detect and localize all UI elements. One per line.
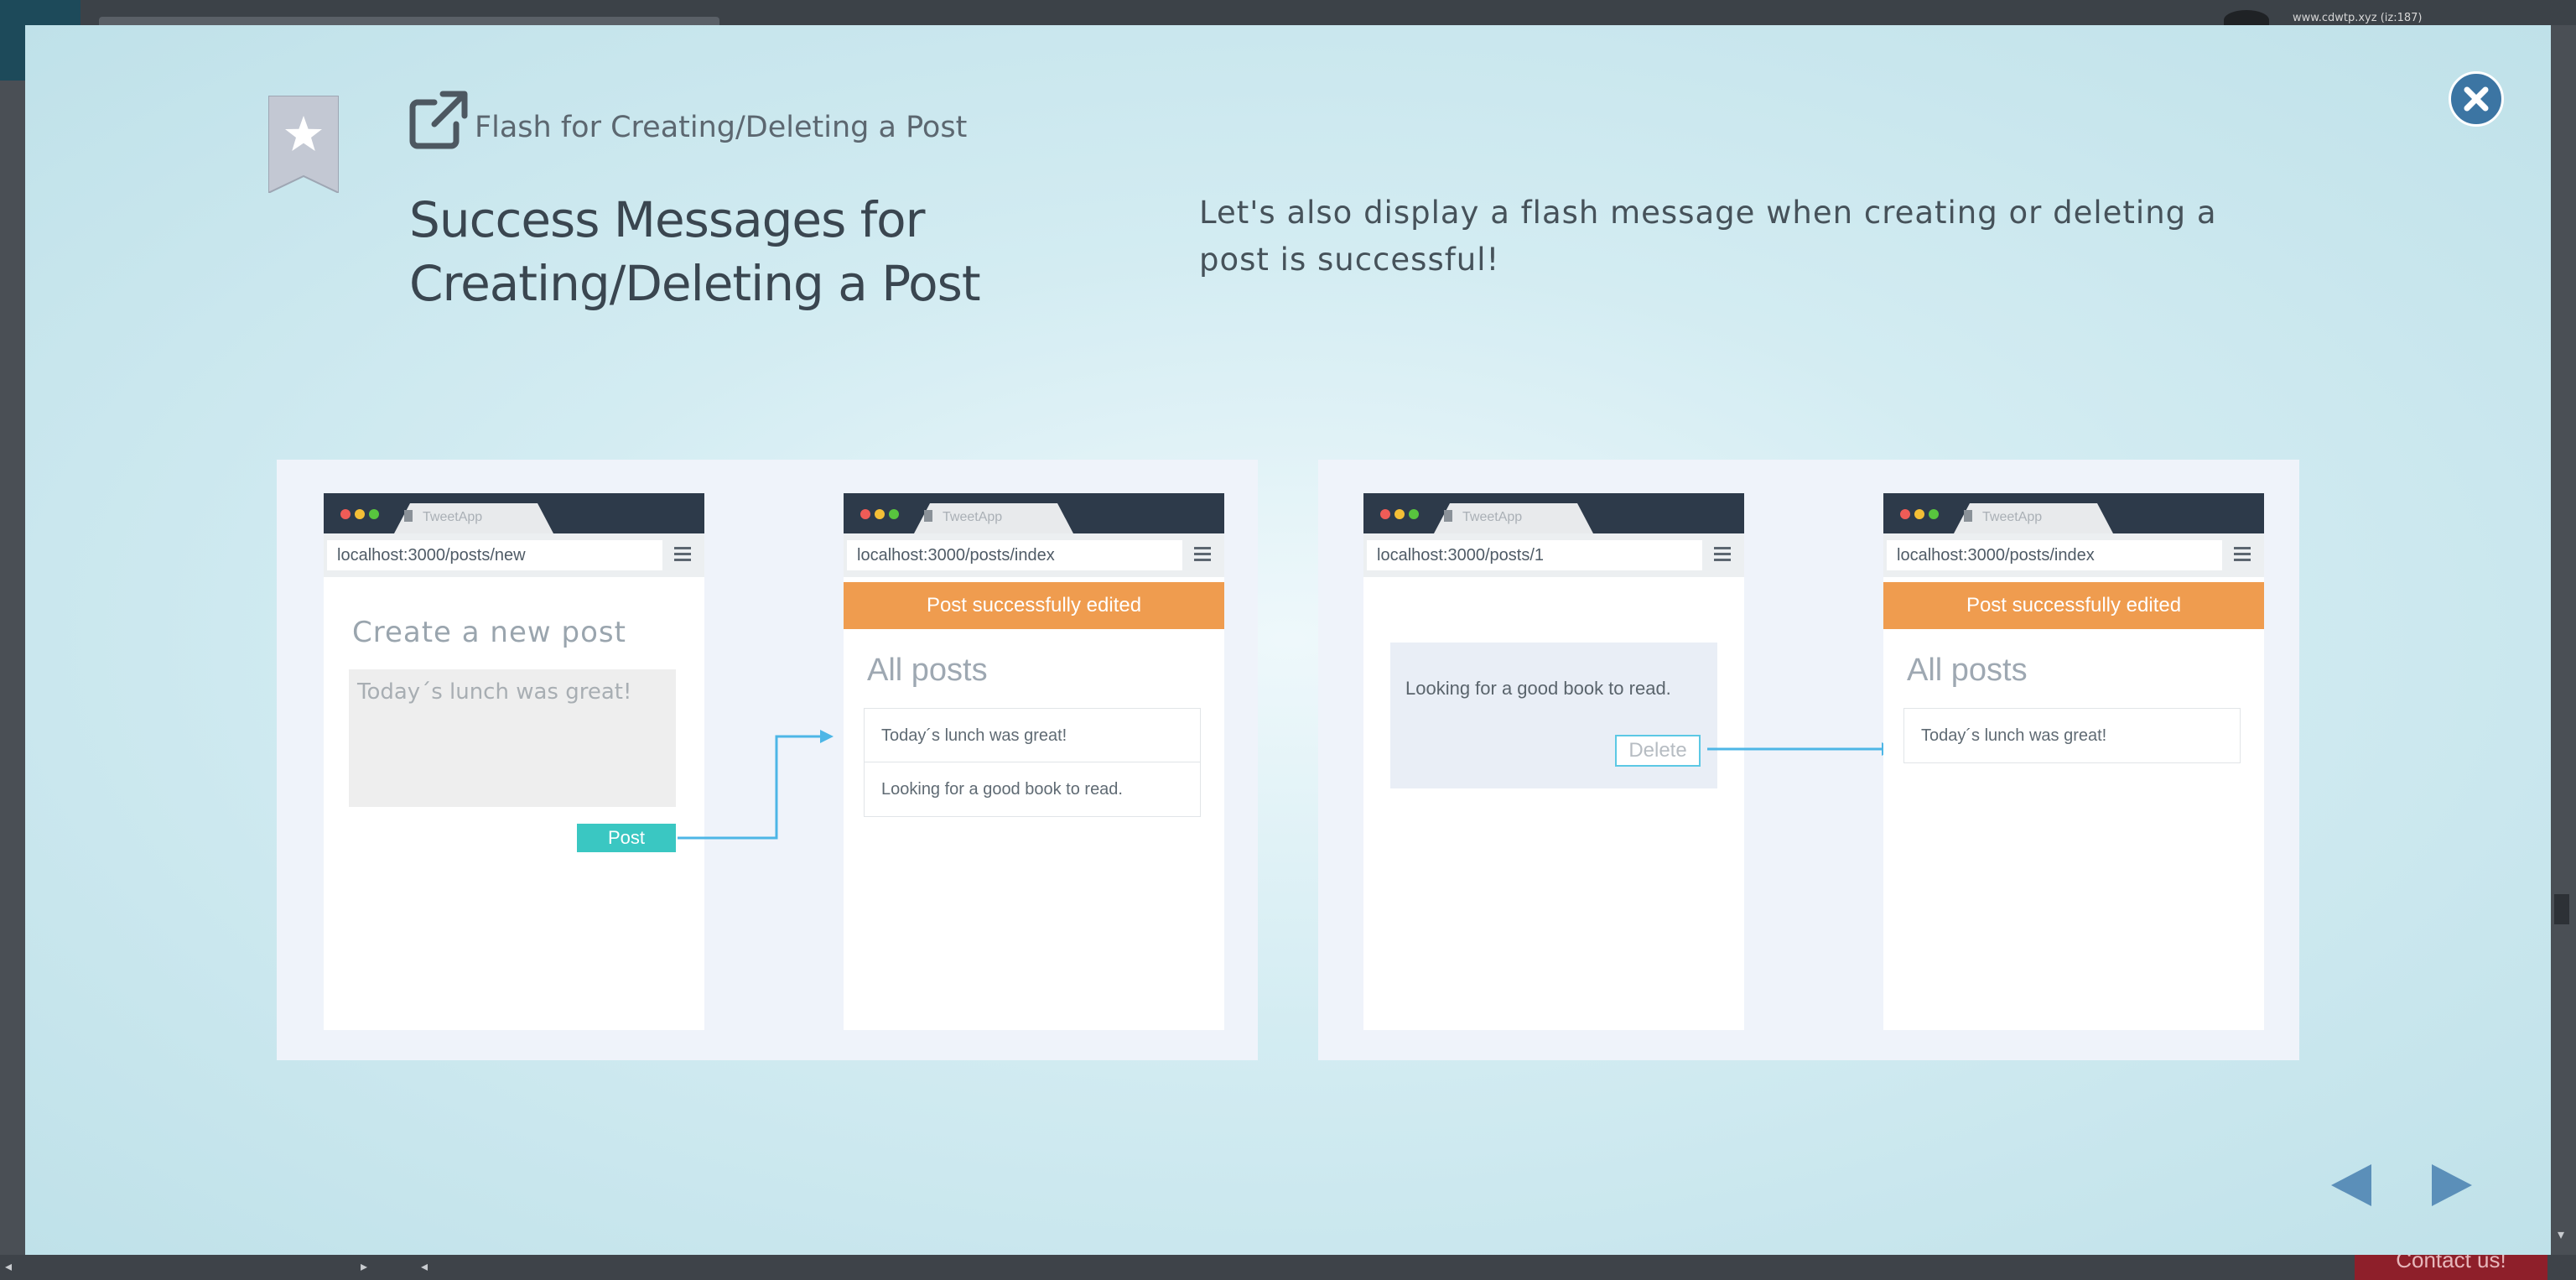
- browser-tab-label: TweetApp: [1462, 510, 1523, 524]
- browser-mockup-show: TweetApp localhost:3000/posts/1 Looking …: [1363, 493, 1744, 1030]
- menu-icon: [2234, 547, 2251, 562]
- browser-chrome: TweetApp: [324, 493, 704, 533]
- browser-dot-yellow: [1914, 509, 1924, 519]
- browser-dot-red: [860, 509, 870, 519]
- background-scrollbar-thumb[interactable]: [2554, 894, 2569, 924]
- browser-dot-red: [1900, 509, 1910, 519]
- create-post-heading: Create a new post: [352, 616, 626, 649]
- menu-icon: [674, 547, 691, 562]
- arrow-left-icon[interactable]: [2328, 1163, 2375, 1208]
- browser-chrome: TweetApp: [1363, 493, 1744, 533]
- browser-chrome: TweetApp: [844, 493, 1224, 533]
- browser-tab: [1434, 503, 1593, 533]
- slide-panel-create: TweetApp localhost:3000/posts/new Create…: [277, 460, 1258, 1060]
- post-list: Today´s lunch was great!: [1903, 708, 2241, 763]
- slide-panel-delete: TweetApp localhost:3000/posts/1 Looking …: [1318, 460, 2299, 1060]
- browser-url: localhost:3000/posts/index: [847, 540, 1182, 570]
- menu-icon: [1194, 547, 1211, 562]
- close-icon[interactable]: [2462, 85, 2490, 113]
- lesson-slide-modal: Flash for Creating/Deleting a Post Succe…: [25, 25, 2551, 1255]
- external-link-icon: [409, 91, 468, 149]
- slide-kicker: Flash for Creating/Deleting a Post: [475, 111, 968, 144]
- scroll-left-icon[interactable]: ◂: [421, 1258, 428, 1274]
- page-icon: [404, 510, 413, 522]
- page-icon: [924, 510, 932, 522]
- post-list-item: Today´s lunch was great!: [865, 709, 1200, 762]
- menu-icon: [1714, 547, 1731, 562]
- delete-button: Delete: [1615, 735, 1701, 767]
- post-list-item: Today´s lunch was great!: [1921, 726, 2107, 745]
- slide-title: Success Messages for Creating/Deleting a…: [409, 191, 981, 312]
- scroll-down-icon[interactable]: ▾: [2558, 1226, 2565, 1242]
- browser-dot-red: [1380, 509, 1390, 519]
- browser-dot-red: [340, 509, 351, 519]
- browser-dot-green: [1929, 509, 1939, 519]
- post-list-item: Looking for a good book to read.: [881, 780, 1123, 799]
- flash-message: Post successfully edited: [1883, 582, 2264, 629]
- flow-arrow-create: [678, 730, 834, 840]
- browser-dot-green: [1409, 509, 1419, 519]
- post-textarea: Today´s lunch was great!: [349, 669, 676, 807]
- browser-url: localhost:3000/posts/index: [1887, 540, 2222, 570]
- browser-mockup-new: TweetApp localhost:3000/posts/new Create…: [324, 493, 704, 1030]
- bookmark-star-icon[interactable]: [268, 96, 339, 193]
- browser-tab: [394, 503, 553, 533]
- post-list: Today´s lunch was great! Looking for a g…: [864, 708, 1201, 817]
- arrow-right-icon[interactable]: [2428, 1163, 2475, 1208]
- background-user-text: www.cdwtp.xyz (iz:187): [2293, 12, 2423, 24]
- browser-chrome: TweetApp: [1883, 493, 2264, 533]
- browser-dot-green: [889, 509, 899, 519]
- post-detail-text: Looking for a good book to read.: [1405, 678, 1671, 699]
- browser-tab: [1954, 503, 2113, 533]
- scroll-right-icon[interactable]: ▸: [361, 1258, 368, 1274]
- browser-dot-yellow: [875, 509, 885, 519]
- page-icon: [1964, 510, 1972, 522]
- browser-url: localhost:3000/posts/new: [327, 540, 662, 570]
- browser-dot-yellow: [355, 509, 365, 519]
- browser-mockup-index: TweetApp localhost:3000/posts/index Post…: [1883, 493, 2264, 1030]
- browser-mockup-index: TweetApp localhost:3000/posts/index Post…: [844, 493, 1224, 1030]
- browser-tab-label: TweetApp: [1982, 510, 2043, 524]
- browser-tab-label: TweetApp: [423, 510, 483, 524]
- post-submit-button: Post: [577, 824, 676, 852]
- background-bottom-bar: [0, 1255, 2576, 1280]
- page-icon: [1444, 510, 1452, 522]
- browser-tab-label: TweetApp: [943, 510, 1003, 524]
- browser-url: localhost:3000/posts/1: [1367, 540, 1702, 570]
- post-detail-card: Looking for a good book to read. Delete: [1390, 643, 1717, 788]
- slide-header: Flash for Creating/Deleting a Post: [409, 89, 967, 149]
- all-posts-heading: All posts: [867, 653, 988, 688]
- browser-dot-yellow: [1394, 509, 1405, 519]
- flash-message: Post successfully edited: [844, 582, 1224, 629]
- all-posts-heading: All posts: [1907, 653, 2028, 688]
- browser-dot-green: [369, 509, 379, 519]
- browser-tab: [914, 503, 1073, 533]
- close-button[interactable]: [2449, 71, 2504, 127]
- slide-description: Let's also display a flash message when …: [1199, 195, 2217, 278]
- scroll-left-icon[interactable]: ◂: [5, 1258, 13, 1274]
